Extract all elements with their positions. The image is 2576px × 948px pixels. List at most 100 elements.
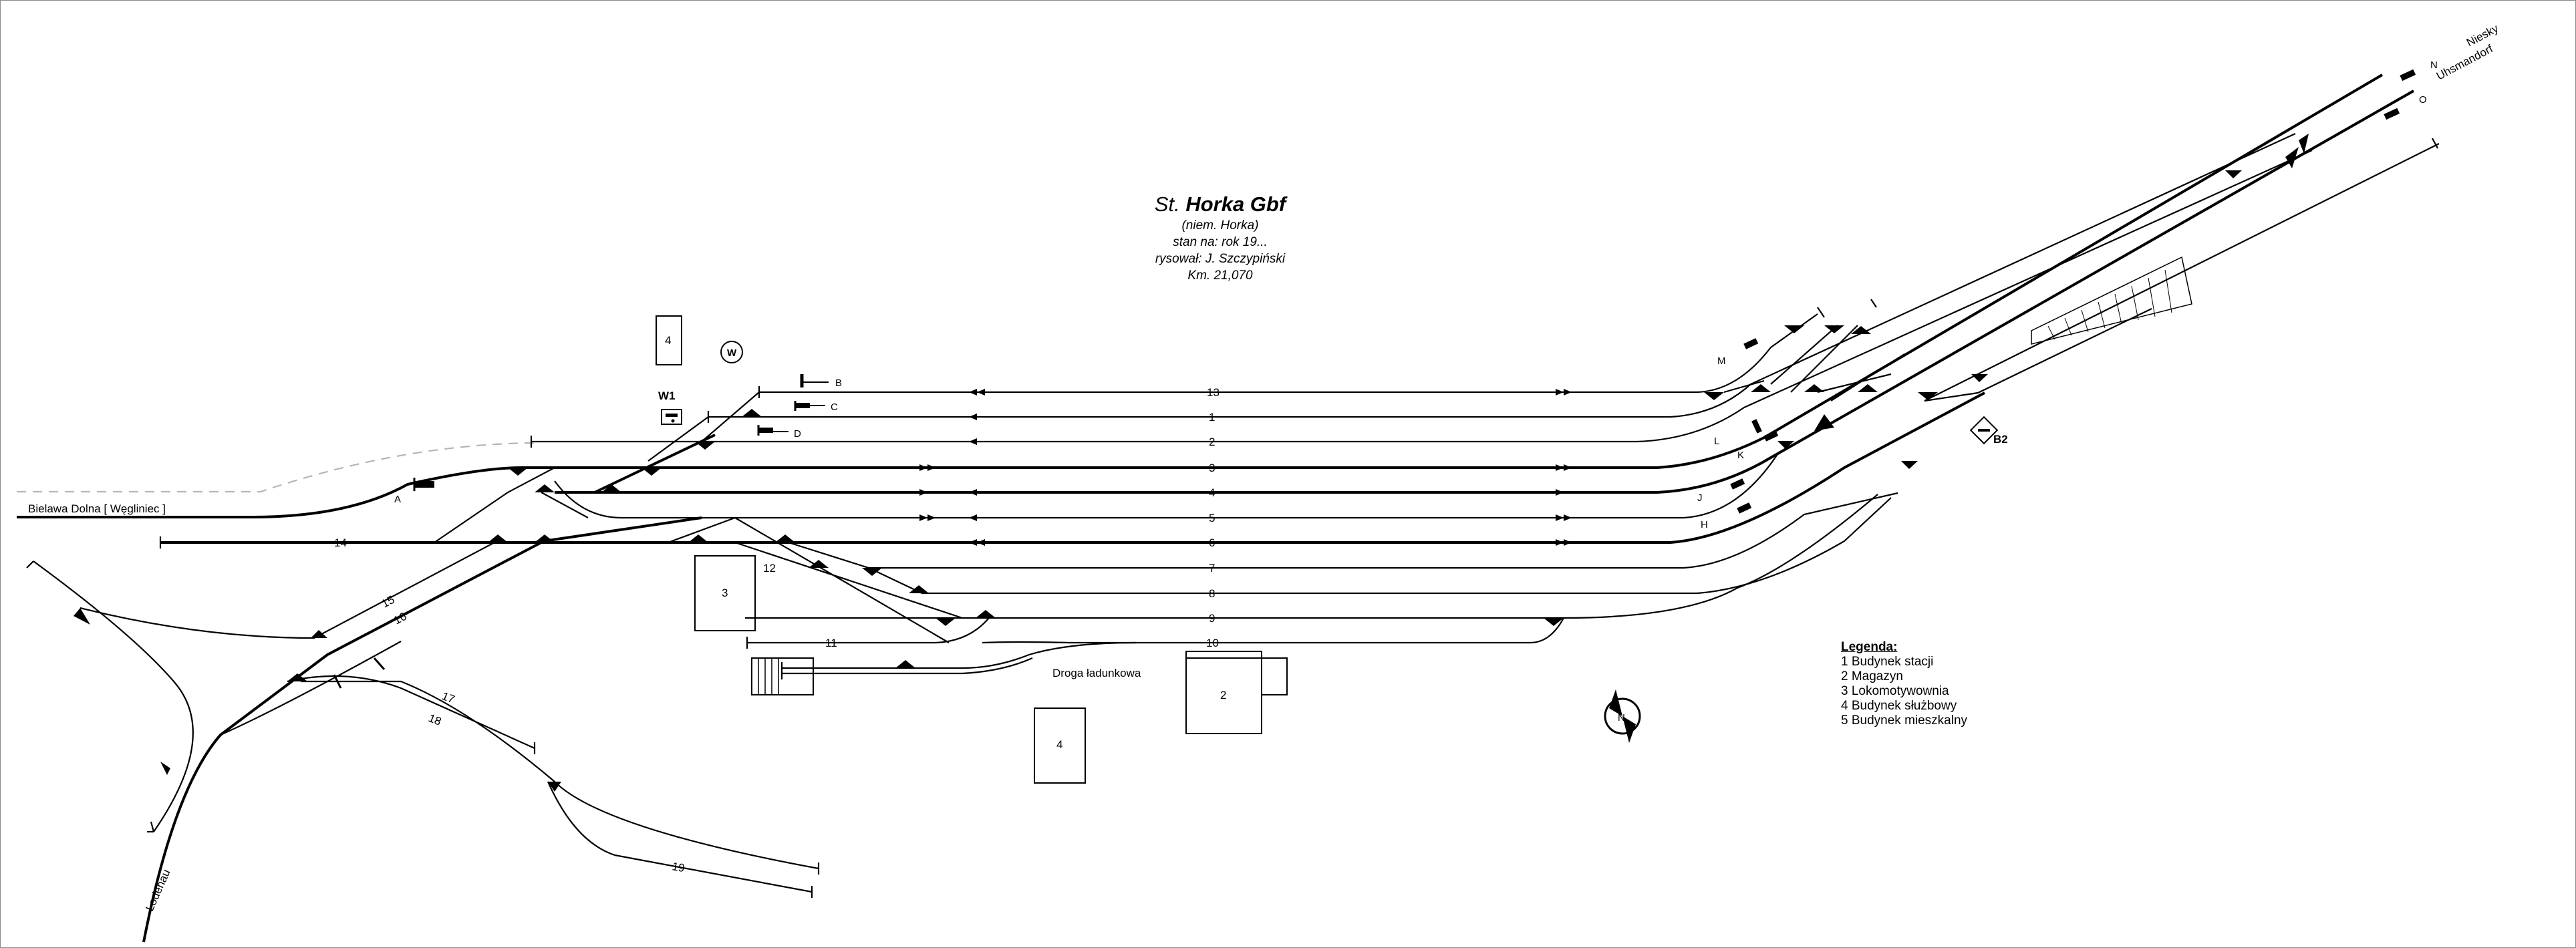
track-16	[220, 641, 402, 736]
legend-item-3: 3 Lokomotywownia	[1841, 684, 1949, 698]
turnout-frogs	[74, 134, 2309, 792]
title-line-1: (niem. Horka)	[1181, 218, 1259, 232]
svg-text:K: K	[1737, 450, 1744, 461]
title-line-2: stan na: rok 19...	[1173, 235, 1268, 249]
svg-text:A: A	[394, 494, 401, 505]
svg-text:10: 10	[1206, 637, 1219, 649]
building-2-warehouse: 2	[1185, 651, 1288, 734]
svg-text:W1: W1	[658, 389, 676, 402]
svg-text:1: 1	[1209, 411, 1215, 424]
track-8	[868, 497, 1892, 595]
loading-ramp	[2031, 256, 2192, 345]
direction-west: Bielawa Dolna [ Węgliniec ]	[28, 502, 166, 515]
track-9	[745, 494, 1878, 619]
signal-m: M	[1717, 338, 1759, 367]
track-marks	[333, 657, 386, 689]
turntable-shed	[751, 657, 814, 695]
signal-l: L	[1714, 419, 1762, 447]
svg-text:H: H	[1701, 519, 1708, 530]
track-18	[301, 680, 819, 870]
legend-item-4: 4 Budynek służbowy	[1841, 699, 1957, 713]
svg-text:11: 11	[825, 637, 837, 649]
signal-n: N	[2400, 59, 2438, 82]
track-15	[33, 542, 495, 832]
building-3-locomotive-shed: 3	[694, 555, 756, 631]
svg-text:B2: B2	[1993, 433, 2008, 446]
water-tower-icon: W	[720, 341, 743, 363]
compass-icon: N	[1604, 689, 1641, 743]
building-4-north: 4	[656, 315, 682, 365]
svg-text:5: 5	[1209, 512, 1215, 524]
svg-text:18: 18	[427, 712, 444, 728]
track-3-main	[17, 73, 2384, 519]
legend-item-2: 2 Magazyn	[1841, 669, 1903, 683]
signal-k: K	[1737, 430, 1779, 461]
svg-text:4: 4	[665, 334, 671, 347]
legend-heading: Legenda:	[1841, 640, 1898, 654]
svg-text:2: 2	[1220, 689, 1226, 701]
block-post-b2: B2	[1969, 416, 2008, 446]
track-5	[554, 454, 1778, 519]
svg-text:7: 7	[1209, 562, 1215, 575]
svg-text:19: 19	[671, 860, 686, 875]
svg-text:4: 4	[1056, 738, 1062, 751]
svg-text:B: B	[835, 377, 842, 389]
svg-text:6: 6	[1209, 536, 1215, 549]
track-11	[747, 617, 990, 644]
svg-text:12: 12	[763, 562, 776, 575]
track-lodenau	[142, 541, 542, 943]
legend-item-5: 5 Budynek mieszkalny	[1841, 714, 1968, 728]
svg-text:9: 9	[1209, 612, 1215, 625]
legend-item-1: 1 Budynek stacji	[1841, 655, 1934, 669]
svg-text:3: 3	[1209, 462, 1215, 474]
svg-text:13: 13	[1207, 386, 1220, 399]
station-title: St. Horka Gbf	[1154, 192, 1286, 216]
svg-text:D: D	[794, 428, 801, 440]
svg-text:O: O	[2419, 94, 2427, 106]
title-line-3: rysował: J. Szczypiński	[1155, 252, 1286, 266]
direction-south: Lodenau	[143, 867, 172, 913]
building-4-south: 4	[1034, 707, 1086, 784]
track-1	[708, 133, 2296, 418]
svg-text:J: J	[1697, 492, 1703, 504]
signal-b: B	[800, 374, 842, 389]
track-6	[160, 391, 1985, 544]
buffer-stops	[26, 138, 2438, 898]
signal-d: D	[757, 425, 801, 440]
track-12	[782, 641, 1137, 675]
track-arrows	[919, 389, 1572, 546]
track-4-main	[555, 90, 2414, 494]
signal-o: O	[2384, 94, 2427, 120]
direction-ne-2: Uhsmandorf	[2434, 42, 2495, 82]
svg-text:N: N	[1618, 712, 1625, 724]
svg-text:4: 4	[1209, 486, 1215, 499]
svg-text:3: 3	[722, 587, 728, 599]
svg-text:W: W	[727, 347, 737, 359]
crossovers-west	[434, 391, 963, 643]
track-19	[547, 781, 813, 893]
signal-box-w1: W1	[658, 389, 682, 425]
track-2	[531, 149, 2313, 443]
track-ne-siding	[1924, 143, 2440, 402]
track-10	[982, 617, 1564, 644]
signal-j: J	[1697, 478, 1745, 504]
svg-text:8: 8	[1209, 587, 1215, 600]
signal-h: H	[1701, 502, 1752, 530]
track-dashed	[17, 442, 535, 493]
svg-text:C: C	[831, 402, 838, 413]
svg-text:L: L	[1714, 436, 1719, 447]
track-labels: 13 1 2 3 4 5 6 7 8 9 10 11 12 14 15 16 1…	[334, 386, 1220, 875]
signal-a: A	[394, 478, 434, 505]
road-label: Droga ładunkowa	[1052, 667, 1141, 679]
svg-text:14: 14	[334, 536, 347, 549]
crossovers-east	[1723, 325, 1905, 402]
signal-c: C	[794, 401, 838, 413]
track-13	[759, 313, 1818, 393]
track-7	[788, 492, 1898, 569]
svg-text:M: M	[1717, 355, 1726, 367]
svg-text:2: 2	[1209, 436, 1215, 448]
svg-text:N: N	[2430, 59, 2438, 71]
legend: Legenda: 1 Budynek stacji 2 Magazyn 3 Lo…	[1841, 640, 1967, 728]
svg-text:17: 17	[440, 689, 457, 706]
